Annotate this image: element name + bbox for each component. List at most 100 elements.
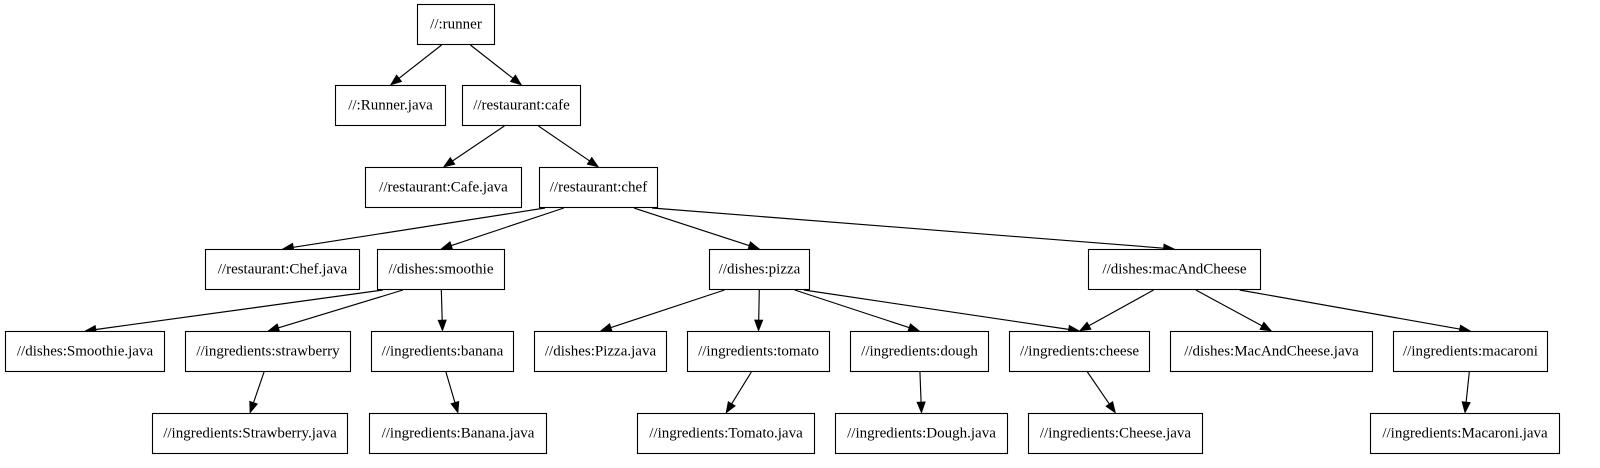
edge-line: [633, 207, 750, 247]
node-box: [334, 84, 447, 127]
edge-arrowhead: [1105, 401, 1116, 414]
node-label: //ingredients:banana: [382, 343, 504, 359]
graph-node-restaurant_chef_java[interactable]: //restaurant:Chef.java: [204, 248, 361, 291]
edge-arrowhead: [747, 241, 761, 250]
node-box: [1027, 412, 1204, 455]
edge-arrowhead: [450, 400, 460, 414]
node-box: [686, 330, 831, 373]
node-box: [1008, 330, 1151, 373]
node-label: //ingredients:cheese: [1020, 343, 1139, 359]
edge-line: [803, 289, 1069, 330]
node-box: [204, 248, 361, 291]
edge-line: [919, 371, 922, 403]
edge-arrowhead: [249, 400, 259, 414]
graph-node-dishes_pizza[interactable]: //dishes:pizza: [708, 248, 811, 291]
node-label: //ingredients:Cheese.java: [1040, 425, 1192, 441]
edge-arrowhead: [754, 319, 764, 332]
graph-node-ingredients_dough_java[interactable]: //ingredients:Dough.java: [834, 412, 1009, 455]
edge-line: [538, 125, 590, 162]
node-label: //ingredients:Macaroni.java: [1382, 425, 1548, 441]
edge-line: [1088, 289, 1154, 327]
edge-arrowhead: [916, 401, 926, 414]
node-label: //ingredients:Banana.java: [382, 425, 535, 441]
node-label: //dishes:smoothie: [389, 261, 494, 277]
edge-line: [651, 207, 1164, 249]
graph-node-dishes_macandcheese[interactable]: //dishes:macAndCheese: [1087, 248, 1262, 291]
node-label: //ingredients:tomato: [698, 343, 819, 359]
node-label: //ingredients:Strawberry.java: [163, 425, 337, 441]
edge-line: [451, 207, 565, 247]
node-label: //:Runner.java: [348, 97, 433, 113]
graph-node-restaurant_chef[interactable]: //restaurant:chef: [538, 166, 659, 209]
node-box: [151, 412, 349, 455]
edge-line: [758, 289, 760, 321]
node-label: //restaurant:chef: [550, 179, 647, 195]
node-label: //ingredients:macaroni: [1403, 343, 1538, 359]
graph-node-ingredients_macaroni[interactable]: //ingredients:macaroni: [1392, 330, 1549, 373]
graph-node-restaurant_cafe[interactable]: //restaurant:cafe: [461, 84, 582, 127]
node-label: //ingredients:dough: [861, 343, 978, 359]
node-box: [1369, 412, 1561, 455]
node-box: [834, 412, 1009, 455]
node-label: //restaurant:Cafe.java: [379, 179, 508, 195]
edge-line: [440, 289, 443, 321]
edge-layer: [84, 44, 1472, 414]
edge-line: [610, 289, 725, 329]
graph-node-ingredients_strawberry_java[interactable]: //ingredients:Strawberry.java: [151, 412, 349, 455]
graph-node-dishes_macandcheese_java[interactable]: //dishes:MacAndCheese.java: [1169, 330, 1374, 373]
graph-node-ingredients_banana_java[interactable]: //ingredients:Banana.java: [368, 412, 548, 455]
graph-node-runner_java[interactable]: //:Runner.java: [334, 84, 447, 127]
graph-node-ingredients_cheese[interactable]: //ingredients:cheese: [1008, 330, 1151, 373]
graph-node-ingredients_strawberry[interactable]: //ingredients:strawberry: [184, 330, 352, 373]
graph-node-restaurant_cafe_java[interactable]: //restaurant:Cafe.java: [364, 166, 523, 209]
edge-arrowhead: [907, 323, 921, 332]
node-label: //dishes:Smoothie.java: [17, 343, 154, 359]
edge-line: [1465, 371, 1470, 403]
node-box: [370, 330, 515, 373]
node-box: [708, 248, 811, 291]
edge-line: [1195, 289, 1263, 327]
graph-node-dishes_smoothie[interactable]: //dishes:smoothie: [376, 248, 506, 291]
node-box: [461, 84, 582, 127]
graph-node-ingredients_banana[interactable]: //ingredients:banana: [370, 330, 515, 373]
node-box: [533, 330, 668, 373]
graph-node-dishes_smoothie_java[interactable]: //dishes:Smoothie.java: [4, 330, 166, 373]
edge-arrowhead: [440, 241, 454, 250]
edge-line: [293, 207, 546, 248]
graph-node-runner[interactable]: //:runner: [416, 3, 496, 46]
edge-line: [253, 371, 265, 403]
edge-arrowhead: [1078, 321, 1092, 332]
edge-line: [1239, 289, 1460, 330]
edge-line: [1086, 371, 1110, 405]
node-label: //ingredients:Tomato.java: [649, 425, 803, 441]
node-label: //:runner: [430, 16, 482, 32]
edge-arrowhead: [725, 400, 736, 414]
node-box: [1392, 330, 1549, 373]
edge-line: [278, 289, 404, 329]
node-label: //dishes:MacAndCheese.java: [1184, 343, 1359, 359]
edge-arrowhead: [599, 323, 613, 332]
node-box: [184, 330, 352, 373]
edge-arrowhead: [267, 323, 281, 333]
node-label: //ingredients:strawberry: [196, 343, 340, 359]
node-box: [364, 166, 523, 209]
graph-node-dishes_pizza_java[interactable]: //dishes:Pizza.java: [533, 330, 668, 373]
graph-node-ingredients_macaroni_java[interactable]: //ingredients:Macaroni.java: [1369, 412, 1561, 455]
node-label: //restaurant:Chef.java: [218, 261, 348, 277]
edge-arrowhead: [1461, 401, 1471, 414]
graph-node-ingredients_cheese_java[interactable]: //ingredients:Cheese.java: [1027, 412, 1204, 455]
graph-node-ingredients_tomato[interactable]: //ingredients:tomato: [686, 330, 831, 373]
edge-arrowhead: [437, 319, 447, 332]
edge-arrowhead: [389, 74, 403, 86]
node-label: //restaurant:cafe: [473, 97, 570, 113]
node-box: [538, 166, 659, 209]
node-box: [849, 330, 990, 373]
node-box: [416, 3, 496, 46]
graph-node-ingredients_dough[interactable]: //ingredients:dough: [849, 330, 990, 373]
node-box: [636, 412, 816, 455]
node-box: [376, 248, 506, 291]
graph-node-ingredients_tomato_java[interactable]: //ingredients:Tomato.java: [636, 412, 816, 455]
node-box: [368, 412, 548, 455]
edge-arrowhead: [509, 74, 523, 86]
